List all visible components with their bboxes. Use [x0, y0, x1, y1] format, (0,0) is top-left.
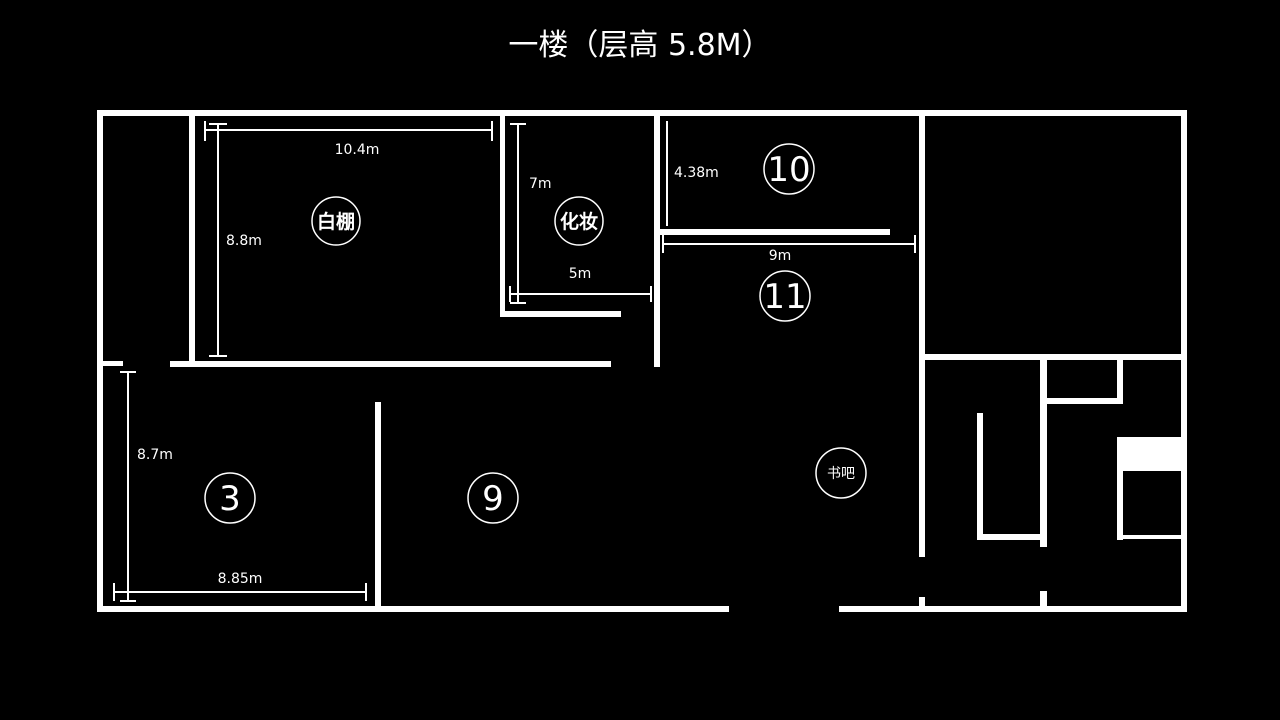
room-marker-10: 10 — [763, 143, 815, 195]
wall-stub-left — [103, 361, 123, 366]
room-markers: 白棚 化妆 10 11 3 9 书吧 — [204, 143, 867, 524]
dim-label-makeup-width: 5m — [569, 266, 592, 282]
dim-line-makeup-depth — [510, 123, 526, 304]
wall-service-divider — [1040, 360, 1047, 547]
interior-walls — [103, 116, 1181, 606]
room-number-10: 10 — [767, 150, 810, 190]
wall-u-left — [977, 413, 983, 540]
floor-title: 一楼（层高 5.8M） — [508, 28, 771, 63]
room-marker-white-studio: 白棚 — [311, 196, 361, 246]
room-number-3: 3 — [219, 479, 241, 519]
room-number-11: 11 — [763, 277, 806, 317]
dim-line-room3-width — [113, 583, 367, 601]
wall-makeup-left — [500, 116, 505, 316]
wall-box-left — [1117, 437, 1123, 540]
room-marker-11: 11 — [759, 270, 811, 322]
dim-line-white-studio-depth — [209, 123, 227, 357]
wall-closet-bottom — [1047, 398, 1123, 404]
dim-label-room3-width: 8.85m — [218, 571, 263, 587]
dim-label-makeup-depth: 7m — [529, 176, 552, 192]
dimension-labels: 10.4m 8.8m 7m 5m 4.38m 9m 8.7m 8.85m — [137, 142, 791, 587]
room-label-white-studio: 白棚 — [317, 210, 355, 233]
dim-line-white-studio-width — [204, 121, 493, 141]
dimension-lines — [113, 121, 916, 602]
wall-u-bottom — [977, 534, 1040, 540]
outer-wall-bottom-right — [839, 606, 1187, 612]
room-label-book-bar: 书吧 — [827, 466, 855, 482]
room-marker-3: 3 — [204, 472, 256, 524]
dim-label-room3-depth: 8.7m — [137, 447, 173, 463]
wall-white-studio-bottom — [170, 361, 611, 367]
wall-room10-bottom — [660, 229, 890, 235]
outer-wall-left — [97, 110, 103, 612]
wall-white-studio-left — [189, 116, 195, 364]
room-marker-9: 9 — [467, 472, 519, 524]
outer-wall-right — [1181, 110, 1187, 612]
outer-wall-bottom-left — [97, 606, 729, 612]
wall-east-column-stub — [919, 597, 925, 606]
wall-east-horizontal — [925, 354, 1181, 360]
dim-line-room11-width — [662, 235, 916, 253]
wall-makeup-bottom — [500, 311, 621, 317]
wall-makeup-right — [654, 116, 660, 367]
wall-box-bottom — [1117, 535, 1181, 539]
room-label-makeup: 化妆 — [560, 210, 598, 233]
outer-walls — [97, 110, 1187, 612]
wall-east-column — [919, 116, 925, 557]
room-number-9: 9 — [482, 479, 504, 519]
wall-room3-right — [375, 402, 381, 606]
dim-line-makeup-width — [509, 286, 652, 302]
dim-label-room10-depth: 4.38m — [674, 165, 719, 181]
room-marker-book-bar: 书吧 — [815, 447, 867, 499]
outer-wall-top — [97, 110, 1187, 116]
wall-closet-right — [1117, 360, 1123, 404]
dim-line-room3-depth — [120, 371, 136, 602]
dim-label-white-studio-width: 10.4m — [335, 142, 380, 158]
wall-service-divider-stub — [1040, 591, 1047, 606]
wall-box-top — [1117, 437, 1181, 471]
dim-label-room11-width: 9m — [769, 248, 792, 264]
dim-label-white-studio-depth: 8.8m — [226, 233, 262, 249]
room-marker-makeup: 化妆 — [554, 196, 604, 246]
